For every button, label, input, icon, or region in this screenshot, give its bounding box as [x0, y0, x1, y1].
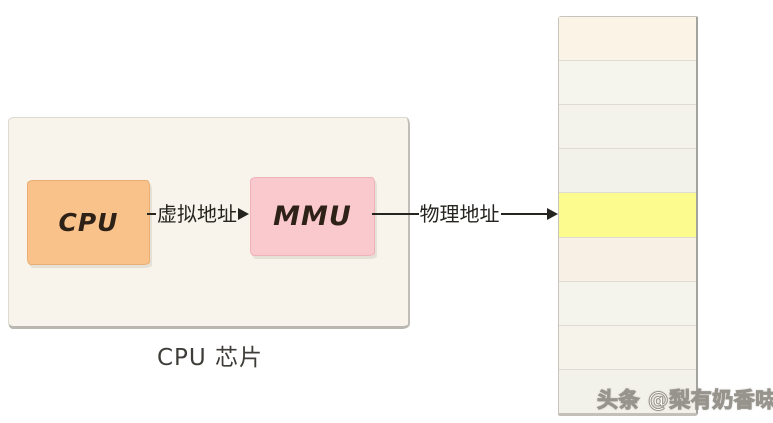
mmu-label: MMU [273, 201, 352, 232]
arrowhead-right-icon [547, 208, 558, 220]
physical-address-label: 物理地址 [419, 202, 500, 226]
memory-row [559, 236, 696, 281]
arrowhead-right-icon [238, 208, 249, 220]
memory-row-highlighted [559, 192, 696, 237]
memory-row [559, 368, 696, 413]
virtual-address-label: 虚拟地址 [157, 202, 237, 226]
memory-row [559, 104, 696, 149]
memory-row [559, 148, 696, 193]
memory-row [559, 17, 696, 61]
mmu-box: MMU [250, 177, 375, 256]
memory-row [559, 324, 696, 369]
cpu-box: CPU [27, 180, 150, 265]
virtual-address-arrow: 虚拟地址 [147, 201, 250, 227]
memory-row [559, 60, 696, 105]
arrow-line [372, 213, 419, 215]
memory-row [559, 280, 696, 325]
arrow-line [500, 213, 547, 215]
cpu-label: CPU [58, 208, 119, 237]
physical-address-arrow: 物理地址 [372, 201, 558, 227]
watermark-text: 头条 @梨有奶香味 [597, 388, 773, 413]
arrow-line [147, 213, 156, 215]
chip-caption: CPU 芯片 [156, 345, 264, 371]
memory-column [558, 16, 698, 416]
